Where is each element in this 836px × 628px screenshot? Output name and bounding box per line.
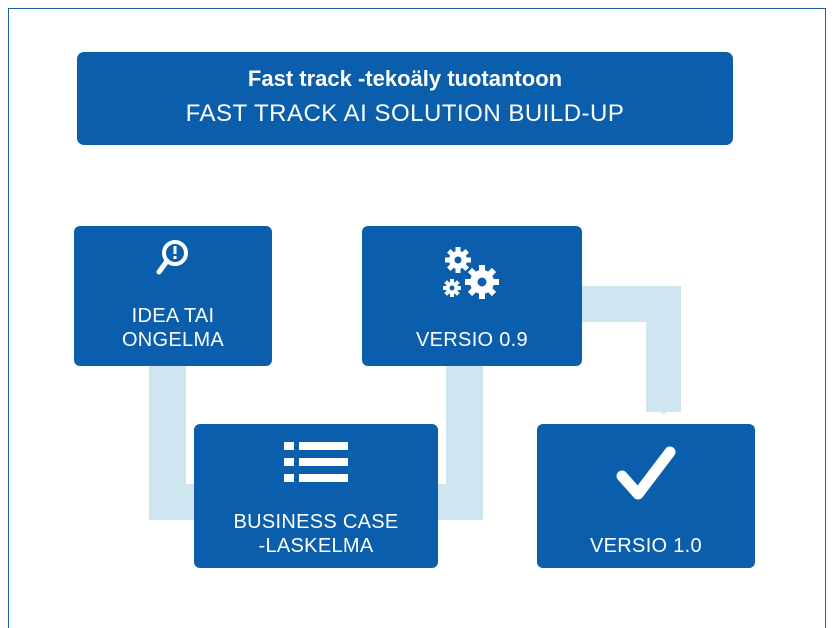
step-business-case-line-2: -LASKELMA [258,535,374,557]
connector-v09-to-v10-vertical [646,286,681,412]
step-business-case: BUSINESS CASE -LASKELMA [194,424,438,568]
checkmark-icon [616,446,676,500]
step-business-case-line-1: BUSINESS CASE [233,511,399,533]
list-icon [284,442,348,482]
magnifier-exclamation-icon [156,240,188,275]
step-version-10-label: VERSIO 1.0 [590,535,702,557]
gears-icon [443,247,499,299]
step-idea: IDEA TAI ONGELMA [74,226,272,366]
connector-business-case-to-v09-vertical [446,366,483,520]
step-version-09: VERSIO 0.9 [362,226,582,366]
diagram-subtitle: FAST TRACK AI SOLUTION BUILD-UP [185,100,625,127]
step-version-10: VERSIO 1.0 [537,424,755,568]
title-banner: Fast track -tekoäly tuotantoon FAST TRAC… [77,52,733,145]
diagram-title: Fast track -tekoäly tuotantoon [247,66,563,91]
step-idea-line-1: IDEA TAI [131,305,215,327]
step-version-09-label: VERSIO 0.9 [416,329,528,351]
connector-arrow-head [646,404,681,414]
step-idea-line-2: ONGELMA [121,329,225,351]
